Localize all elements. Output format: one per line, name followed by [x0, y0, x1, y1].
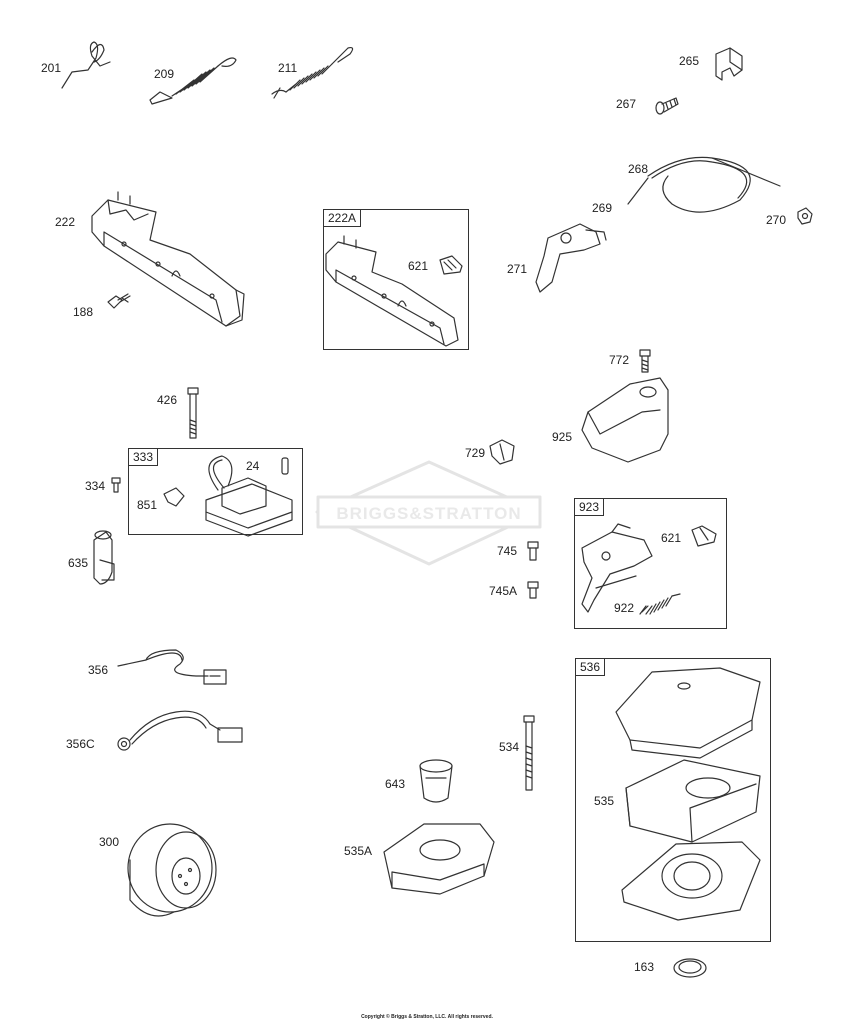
part-270-nut: [797, 207, 813, 225]
watermark-logo-shape: [315, 460, 542, 566]
part-24-pin: [281, 457, 289, 475]
part-222-bracket: [91, 191, 245, 327]
part-222A-bracket: [325, 235, 459, 347]
box-923-tag: 923: [574, 498, 605, 516]
part-426-bolt: [187, 387, 199, 439]
part-729-clip: [489, 439, 515, 465]
label-426: 426: [157, 393, 178, 407]
box-222A: 222A: [323, 209, 469, 350]
label-356: 356: [88, 663, 109, 677]
part-356C-wire: [117, 710, 243, 751]
label-621-a: 621: [408, 259, 429, 273]
label-922: 922: [614, 601, 635, 615]
part-923-bracket: [581, 523, 653, 613]
part-534-stud: [523, 715, 535, 791]
label-268: 268: [628, 162, 649, 176]
part-745A-bolt: [527, 581, 539, 599]
label-729: 729: [465, 446, 486, 460]
part-356-wire: [117, 649, 227, 685]
label-851: 851: [137, 498, 158, 512]
part-925-cover: [581, 377, 669, 463]
label-925: 925: [552, 430, 573, 444]
label-222: 222: [55, 215, 76, 229]
label-271: 271: [507, 262, 528, 276]
part-536-air-cleaner-cover: [615, 667, 761, 759]
part-300-rotor: [127, 823, 217, 917]
label-534: 534: [499, 740, 520, 754]
part-163-ring: [673, 958, 707, 978]
part-621-clip-b: [691, 525, 717, 547]
label-163: 163: [634, 960, 655, 974]
label-24: 24: [246, 459, 260, 473]
copyright-notice: Copyright © Briggs & Stratton, LLC. All …: [361, 1014, 493, 1020]
label-621-b: 621: [661, 531, 682, 545]
label-745A: 745A: [489, 584, 518, 598]
label-201: 201: [41, 61, 62, 75]
part-535A-precleaner: [383, 823, 495, 895]
label-535A: 535A: [344, 844, 373, 858]
part-635-boot: [93, 530, 115, 585]
part-922-spring: [639, 593, 681, 615]
part-188-bolt: [107, 293, 131, 309]
part-211-spring: [271, 47, 354, 99]
box-536-tag: 536: [575, 658, 606, 676]
box-923: 923: [574, 498, 727, 629]
part-621-clip-a: [439, 255, 463, 275]
part-268-cable: [627, 156, 781, 213]
label-535: 535: [594, 794, 615, 808]
part-535-filter: [625, 759, 761, 843]
label-643: 643: [385, 777, 406, 791]
label-270: 270: [766, 213, 787, 227]
part-851-clip: [163, 487, 185, 507]
box-222A-tag: 222A: [323, 209, 362, 227]
label-209: 209: [154, 67, 175, 81]
label-300: 300: [99, 835, 120, 849]
label-265: 265: [679, 54, 700, 68]
part-209-spring: [149, 57, 237, 105]
part-333-ignition-coil: [205, 455, 293, 537]
part-267-screw: [655, 97, 679, 115]
label-635: 635: [68, 556, 89, 570]
part-334-screw: [111, 477, 121, 493]
label-211: 211: [278, 61, 298, 75]
label-334: 334: [85, 479, 106, 493]
box-333-tag: 333: [128, 448, 159, 466]
watermark: BRIGGS&STRATTON: [316, 461, 542, 566]
label-267: 267: [616, 97, 637, 111]
label-188: 188: [73, 305, 94, 319]
box-536: 536: [575, 658, 771, 942]
part-643-spacer: [419, 759, 453, 803]
part-265-clip: [715, 47, 743, 81]
label-356C: 356C: [66, 737, 95, 751]
label-772: 772: [609, 353, 630, 367]
part-201-spring-clip: [61, 41, 111, 89]
box-333: 333: [128, 448, 303, 535]
watermark-text: BRIGGS&STRATTON: [336, 504, 522, 523]
part-536-air-cleaner-base: [621, 841, 761, 921]
part-772-bolt: [639, 349, 651, 373]
label-269: 269: [592, 201, 613, 215]
part-271-lever: [535, 223, 607, 293]
label-745: 745: [497, 544, 518, 558]
part-745-bolt: [527, 541, 539, 561]
